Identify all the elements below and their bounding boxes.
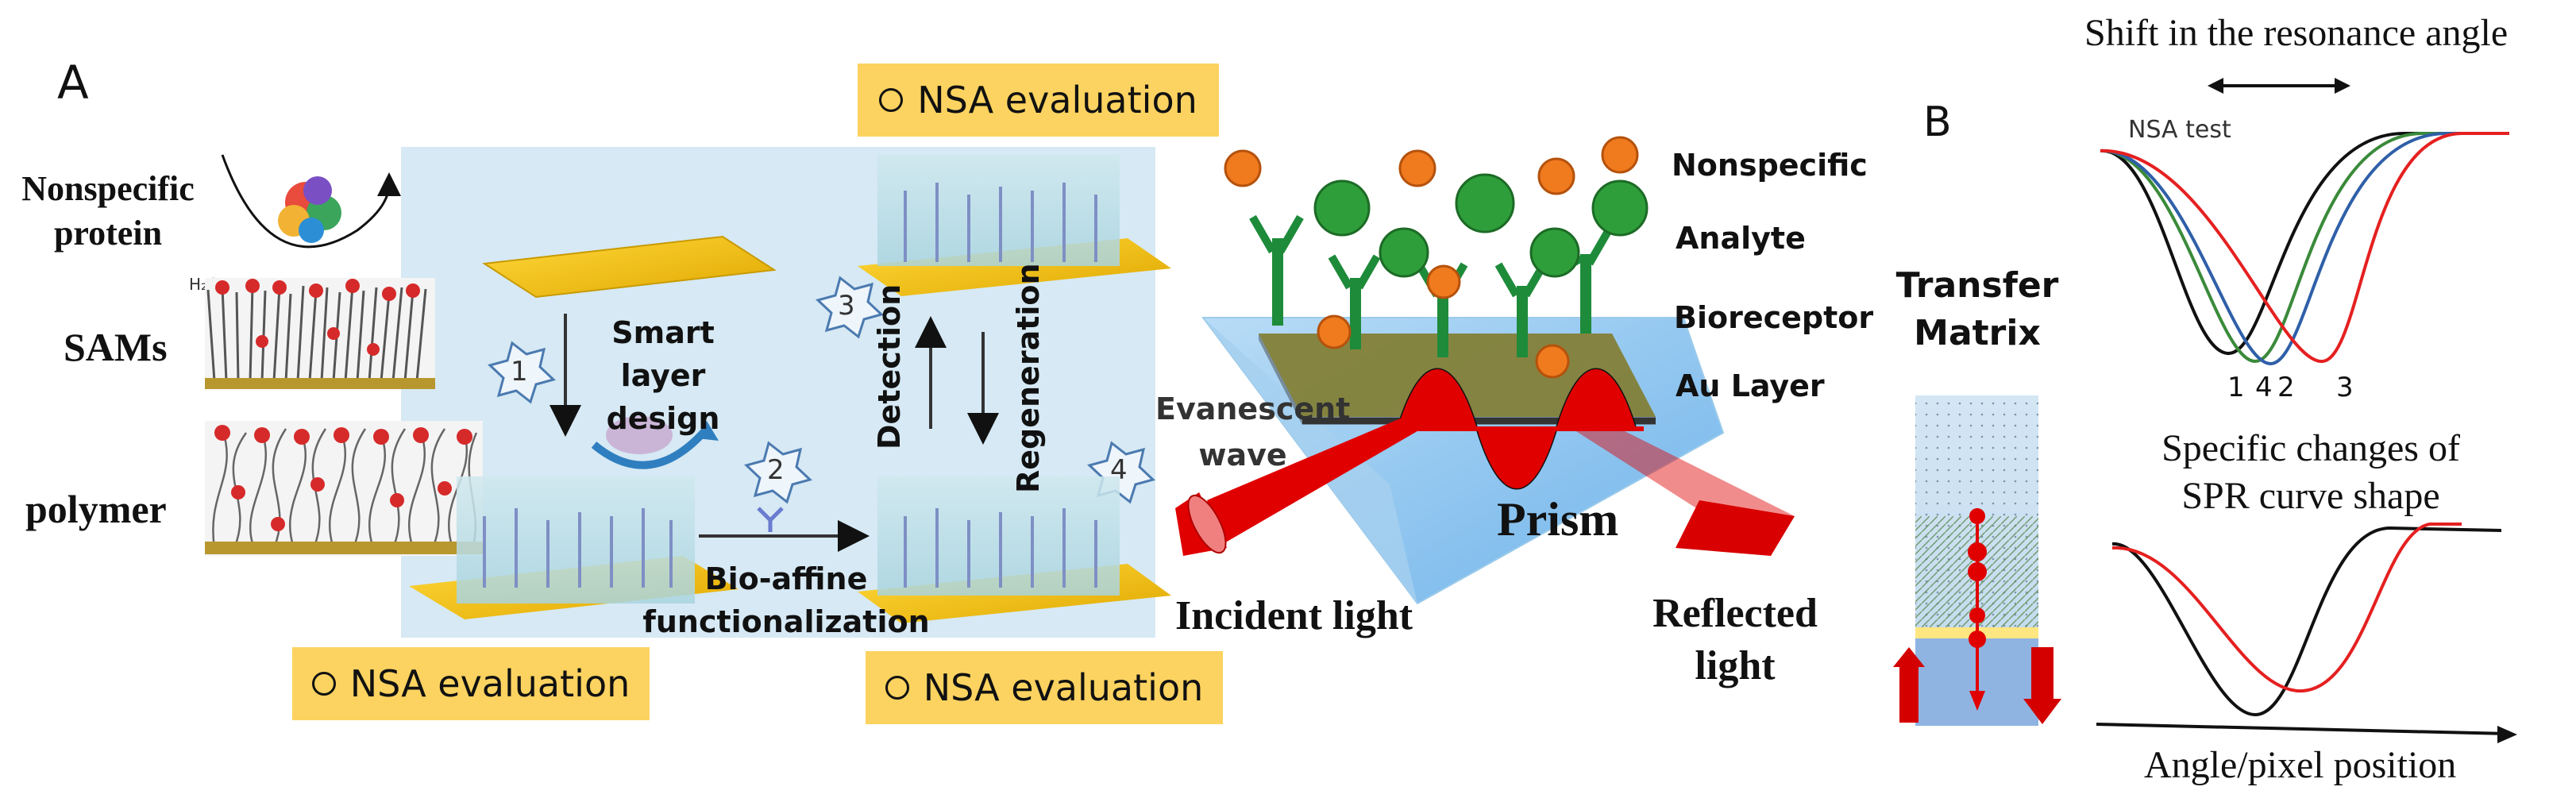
analyte-label: Analyte <box>1676 221 1806 256</box>
nsa-box-bottom-left: NSA evaluation <box>292 647 650 720</box>
step2-label: Bio-affine functionalization <box>642 561 930 639</box>
sams-illustration <box>205 278 435 389</box>
step1-label: Smart layer design <box>606 315 720 436</box>
sams-label: SAMs <box>64 325 168 369</box>
incident-beam <box>1175 413 1421 556</box>
transfer-matrix-label: Transfer Matrix <box>1895 265 2059 353</box>
nonspecific-protein-label: Nonspecific protein <box>21 169 195 253</box>
resonance-shift-title: Shift in the resonance angle <box>2084 12 2509 54</box>
prism-label: Prism <box>1497 493 1619 546</box>
evanescent-wave-label: Evanescent wave <box>1155 391 1351 472</box>
reflected-light-label: Reflected light <box>1652 591 1818 688</box>
x-axis-arrow <box>2096 723 2517 743</box>
evanescent-wave <box>1382 368 1644 490</box>
step3-label: Detection <box>872 283 907 449</box>
spr-shift-curves <box>2100 131 2509 366</box>
arrow-functionalization <box>699 507 870 552</box>
spr-shape-curves <box>2111 523 2502 717</box>
bioreceptor-label: Bioreceptor <box>1674 300 1874 335</box>
analyte-molecules <box>1313 173 1649 278</box>
nsa-box-top: NSA evaluation <box>858 64 1219 137</box>
incident-light-label: Incident light <box>1175 593 1413 638</box>
au-layer-label: Au Layer <box>1676 368 1825 403</box>
cube-functionalized-left <box>409 476 738 619</box>
curve-number-4: 4 <box>2255 372 2273 403</box>
step4-number: 4 <box>1110 454 1128 486</box>
curve-number-3: 3 <box>2336 372 2354 403</box>
curve-number-1: 1 <box>2227 372 2245 403</box>
step3-number: 3 <box>838 290 855 322</box>
nsa-box-bottom-right: NSA evaluation <box>866 651 1223 724</box>
polymer-label: polymer <box>25 487 167 531</box>
nonspecific-protein-icon <box>278 176 341 243</box>
smart-layer-swirl-icon <box>591 416 719 469</box>
cube-detection-top <box>858 155 1171 296</box>
step1-number: 1 <box>511 356 528 388</box>
resonance-shift-arrow <box>2208 78 2350 94</box>
polymer-illustration <box>205 421 483 556</box>
transfer-matrix-stack <box>1893 395 2061 726</box>
protein-approach-curve <box>221 154 401 249</box>
panel-b-letter: B <box>1923 98 1952 146</box>
arrows-detection-regeneration <box>915 316 999 445</box>
step2-number: 2 <box>767 454 785 486</box>
x-axis-label: Angle/pixel position <box>2144 744 2457 786</box>
curve-shape-title: Specific changes of SPR curve shape <box>2161 427 2460 517</box>
reflected-beam <box>1572 413 1795 556</box>
curve-number-2: 2 <box>2277 372 2295 403</box>
step4-label: Regeneration <box>1011 263 1046 493</box>
nsa-test-label: NSA test <box>2128 116 2231 144</box>
nonspecific-label: Nonspecific <box>1672 148 1868 183</box>
panel-a-letter: A <box>57 56 89 110</box>
gold-plate-start <box>482 235 777 299</box>
cube-regeneration-bottom <box>858 476 1171 623</box>
